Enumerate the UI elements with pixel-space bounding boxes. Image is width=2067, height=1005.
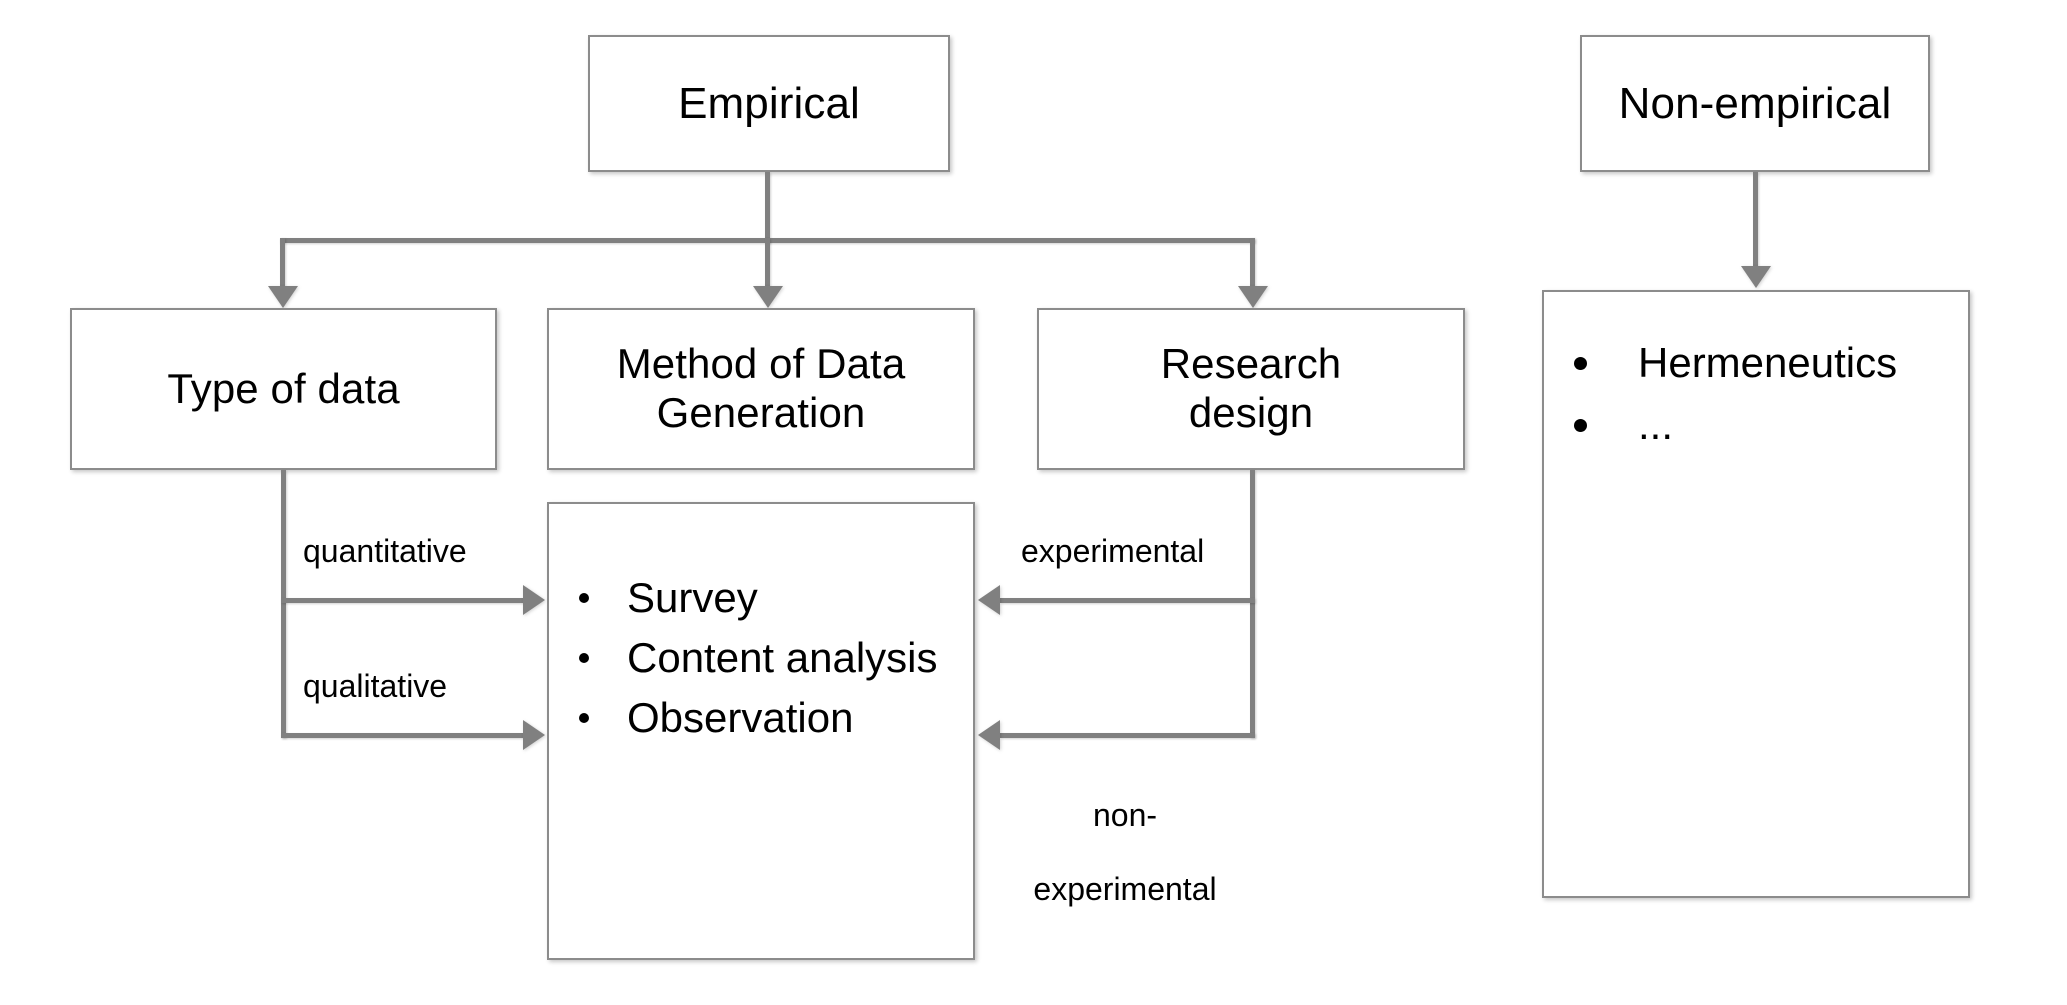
arrowhead-right-qualitative [523,720,545,750]
connector-non-experimental [1000,733,1255,738]
non-experimental-line-2: experimental [1033,871,1217,907]
connector-research-design-spine [1250,470,1255,738]
research-line-1: Research [1160,340,1342,388]
node-non-empirical-label: Non-empirical [1618,78,1892,128]
connector-type-of-data-spine [281,470,286,738]
node-research-design-label: Research design [1151,340,1352,437]
edge-label-non-experimental: non- experimental [1010,760,1240,908]
bullet-dot-icon [579,653,589,663]
node-method-of-data-generation[interactable]: Method of Data Generation [547,308,975,470]
method-line-1: Method of Data [616,340,906,388]
arrowhead-left-non-experimental [978,720,1000,750]
arrowhead-right-quantitative [523,585,545,615]
list-item-label: Content analysis [627,634,938,681]
non-empirical-list: Hermeneutics ... [1544,292,1968,456]
node-empirical-label: Empirical [678,78,860,128]
list-item: Hermeneutics [1570,332,1968,394]
connector-drop-method [765,238,770,288]
bullet-dot-icon [1574,419,1587,432]
arrowhead-left-experimental [978,585,1000,615]
node-type-of-data[interactable]: Type of data [70,308,497,470]
edge-label-quantitative: quantitative [303,533,467,569]
list-item-label: ... [1638,401,1674,448]
arrowhead-down-research-design [1238,286,1268,308]
non-experimental-line-1: non- [1092,797,1158,833]
list-item: Observation [575,688,973,748]
bullet-dot-icon [1574,357,1587,370]
list-item: ... [1570,394,1968,456]
edge-label-experimental: experimental [1021,533,1205,569]
arrowhead-down-method [753,286,783,308]
bullet-dot-icon [579,593,589,603]
node-methods-list[interactable]: Survey Content analysis Observation [547,502,975,960]
method-line-2: Generation [656,389,866,436]
node-type-of-data-label: Type of data [167,364,400,412]
arrowhead-down-type-of-data [268,286,298,308]
connector-qualitative [281,733,525,738]
connector-quantitative [281,598,525,603]
node-non-empirical-list[interactable]: Hermeneutics ... [1542,290,1970,898]
list-item: Content analysis [575,628,973,688]
connector-non-empirical-stem [1753,172,1758,268]
node-non-empirical[interactable]: Non-empirical [1580,35,1930,172]
list-item-label: Observation [627,694,854,741]
arrowhead-down-non-empirical [1741,266,1771,288]
bullet-dot-icon [579,713,589,723]
connector-empirical-stem [765,172,770,243]
node-method-of-data-generation-label: Method of Data Generation [607,340,916,437]
node-empirical[interactable]: Empirical [588,35,950,172]
edge-label-qualitative: qualitative [303,668,448,704]
node-research-design[interactable]: Research design [1037,308,1465,470]
list-item-label: Hermeneutics [1638,339,1898,386]
list-item: Survey [575,568,973,628]
connector-drop-research-design [1250,238,1255,288]
research-line-2: design [1188,389,1314,436]
connector-experimental [1000,598,1255,603]
connector-drop-type-of-data [280,238,285,288]
methods-list: Survey Content analysis Observation [549,504,973,748]
list-item-label: Survey [627,574,758,621]
